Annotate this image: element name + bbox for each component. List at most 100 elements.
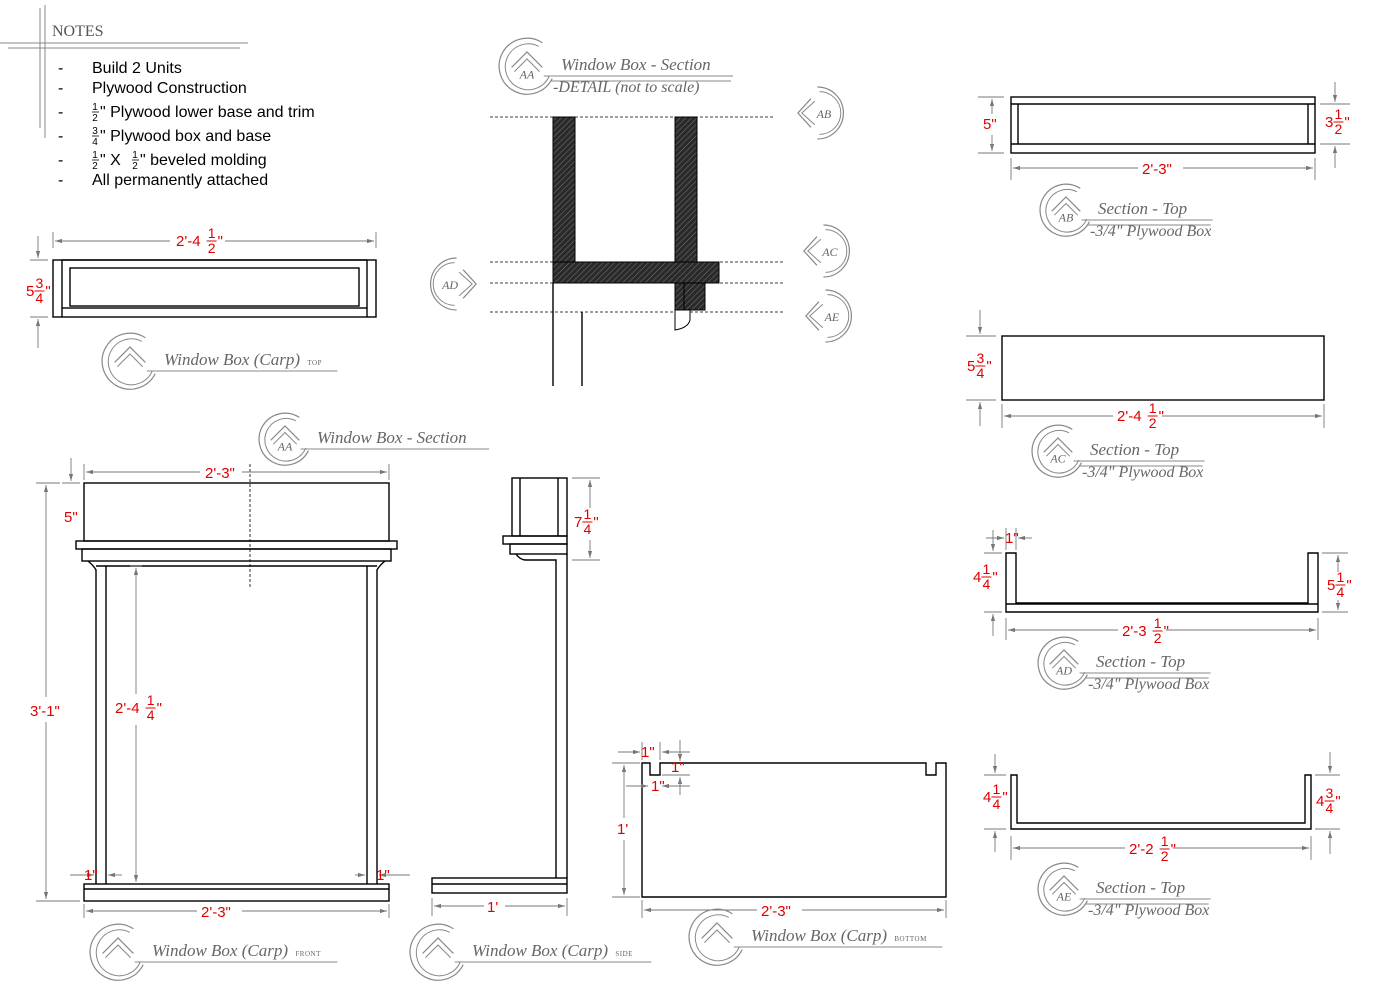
bubble-tag: AA: [277, 440, 293, 454]
chevron-up-icon: [117, 353, 143, 367]
view-title: Window Box (Carp): [152, 941, 288, 960]
dim-whole: 4: [983, 789, 991, 806]
chevron-up-icon: [704, 929, 730, 943]
marker-arc: [823, 224, 850, 278]
note-bullet: -: [58, 60, 63, 77]
bubble-arc: [1031, 424, 1082, 478]
note-bullet: -: [58, 172, 63, 189]
ad-thickness-dimension: 1": [1005, 530, 1019, 547]
chevron-up-icon: [1051, 881, 1077, 895]
note-denominator: 2: [132, 161, 138, 172]
marker-tag: AC: [821, 245, 838, 259]
chevron-left-icon: [809, 303, 824, 329]
dim-denominator: 2: [208, 240, 216, 256]
section-marker-ae: AE: [805, 289, 852, 343]
dim-denominator: 4: [584, 521, 592, 537]
chevron-right-icon: [462, 269, 477, 299]
bottom-height-dimension: 1': [617, 821, 628, 838]
dim-numerator: 1: [1149, 400, 1157, 416]
note-bullet: -: [58, 80, 63, 97]
dim-inch-mark: ": [992, 569, 997, 586]
view-subtitle: -3/4" Plywood Box: [1090, 223, 1211, 240]
section-marker-ad: AD: [430, 257, 477, 311]
view-subtitle: -3/4" Plywood Box: [1088, 902, 1209, 919]
dim-denominator: 2: [1154, 630, 1162, 646]
dim-whole: 5: [1327, 577, 1335, 594]
dim-numerator: 3: [1326, 785, 1334, 801]
side-depth-dimension: 1': [487, 899, 498, 916]
chevron-up-icon: [102, 937, 134, 954]
bubble-inner-arc: [1037, 429, 1080, 474]
note-numerator: 3: [92, 126, 98, 137]
view-qualifier: BOTTOM: [894, 935, 927, 943]
dim-numerator: 1: [1337, 569, 1345, 585]
note-numerator: 1: [92, 150, 98, 161]
bubble-inner-arc: [1045, 188, 1088, 233]
note-text: Plywood Construction: [92, 80, 247, 97]
dim-inch-mark: ": [986, 358, 991, 375]
top-view-label: Window Box (Carp)TOP: [101, 332, 338, 390]
dim-inch-mark: ": [218, 233, 223, 250]
chevron-up-icon: [114, 346, 146, 363]
chevron-up-icon: [272, 431, 298, 445]
bubble-inner-arc: [1043, 867, 1086, 912]
bottom-width-dimension: 2'-3": [761, 903, 791, 920]
bubble-inner-arc: [264, 417, 307, 462]
view-subtitle: -3/4" Plywood Box: [1082, 464, 1203, 481]
marker-arc: [817, 86, 844, 140]
dim-inch-mark: ": [1346, 577, 1351, 594]
front-view-label: Window Box (Carp)FRONT: [89, 923, 338, 981]
bottom-notch-width-dimension: 1": [641, 744, 655, 761]
dim-denominator: 2: [1149, 415, 1157, 431]
dim-denominator: 4: [1326, 800, 1334, 816]
bubble-tag: AA: [519, 68, 535, 82]
dim-inch-mark: ": [157, 700, 162, 717]
bubble-arc: [1037, 636, 1088, 690]
marker-tag: AE: [824, 310, 840, 324]
detail-section: [490, 116, 785, 386]
bubble-inner-arc: [95, 929, 141, 977]
bubble-tag: AE: [1056, 890, 1072, 904]
section-marker-ac: AC: [803, 224, 850, 278]
dim-numerator: 1: [1335, 106, 1343, 122]
bubble-tag: AC: [1049, 452, 1066, 466]
note-bullet: -: [58, 128, 63, 145]
front-top-width-dimension: 2'-3": [205, 465, 235, 482]
dim-inch-mark: ": [1164, 623, 1169, 640]
front-box-height-dimension: 5": [64, 509, 78, 526]
dim-whole: 7: [574, 514, 582, 531]
notes-block: NOTES -Build 2 Units-Plywood Constructio…: [0, 5, 315, 189]
dim-whole: 2'-4: [115, 700, 140, 717]
dim-denominator: 4: [1337, 584, 1345, 600]
chevron-up-icon: [511, 51, 543, 68]
dim-whole: 5: [26, 283, 34, 300]
dim-denominator: 4: [977, 365, 985, 381]
front-total-height-dimension: 3'-1": [30, 703, 60, 720]
dim-inch-mark: ": [45, 283, 50, 300]
view-title: Section - Top: [1096, 652, 1185, 671]
view-title: Window Box (Carp): [751, 926, 887, 945]
chevron-up-icon: [1051, 196, 1081, 212]
bubble-arc: [498, 37, 553, 95]
view-title: Window Box - Section: [561, 55, 711, 74]
dim-numerator: 1: [147, 692, 155, 708]
note-text: " beveled molding: [140, 152, 267, 169]
chevron-up-icon: [701, 922, 733, 939]
dim-numerator: 1: [1161, 833, 1169, 849]
bottom-notch-width2-dimension: 1": [651, 778, 665, 795]
dim-numerator: 1: [993, 781, 1001, 797]
note-denominator: 2: [92, 113, 98, 124]
